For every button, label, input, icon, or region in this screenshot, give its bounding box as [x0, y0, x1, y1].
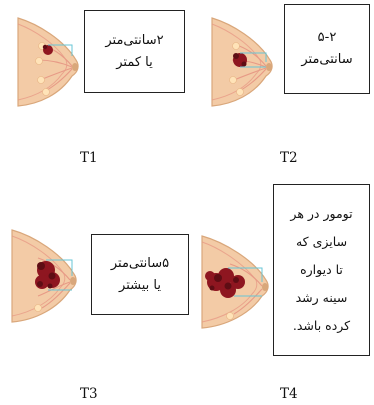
label-line: کرده باشد.	[293, 312, 350, 340]
breast-diagram-icon	[12, 14, 84, 110]
stage-label-t4: T4	[280, 386, 298, 402]
label-line: ۲سانتی‌متر	[105, 30, 163, 52]
label-line: یا کمتر	[116, 52, 153, 74]
label-line: تا دیواره	[300, 256, 343, 284]
label-box-t3: ۵سانتی‌متر یا بیشتر	[91, 234, 189, 315]
stage-label-t2: T2	[280, 150, 298, 166]
stage-label-t1: T1	[80, 150, 98, 166]
label-box-t1: ۲سانتی‌متر یا کمتر	[84, 10, 185, 93]
breast-diagram-icon	[206, 14, 278, 110]
label-line: تومور در هر	[290, 200, 352, 228]
label-box-t2: ۵-۲ سانتی‌متر	[284, 4, 370, 94]
breast-diagram-icon	[198, 232, 274, 332]
tumor-icon	[233, 53, 247, 67]
label-line: یا بیشتر	[119, 275, 161, 297]
label-line: سینه رشد	[296, 284, 348, 312]
breast-diagram-icon	[8, 226, 82, 326]
label-line: سانتی‌متر	[301, 49, 352, 71]
stage-label-t3: T3	[80, 386, 98, 402]
label-box-t4: تومور در هر سایزی که تا دیواره سینه رشد …	[273, 184, 370, 356]
label-line: سایزی که	[296, 228, 347, 256]
label-line: ۵سانتی‌متر	[111, 253, 169, 275]
label-line: ۵-۲	[318, 27, 337, 49]
